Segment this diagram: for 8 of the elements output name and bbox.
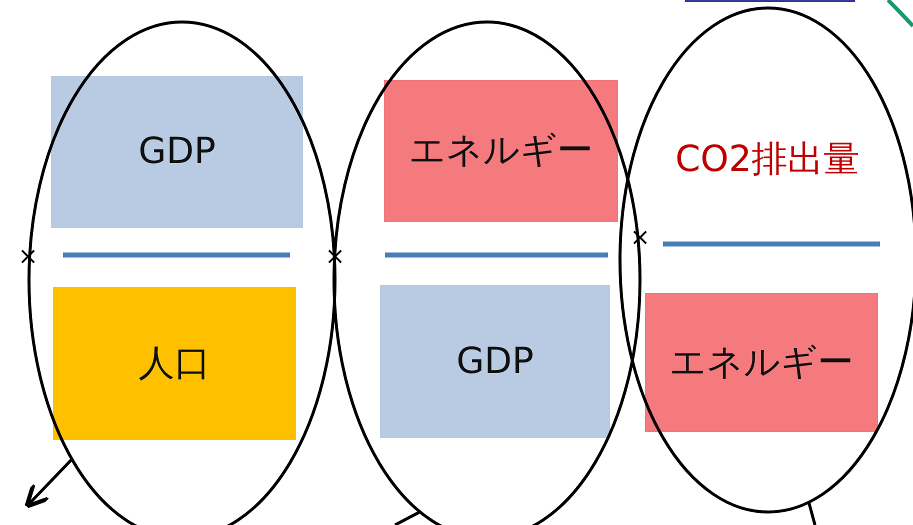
term-text: CO2排出量 xyxy=(675,142,860,178)
arrow xyxy=(24,458,74,509)
term-text: 人口 xyxy=(138,346,210,382)
term-text: エネルギー xyxy=(670,344,854,380)
ellipse-outline xyxy=(618,6,913,514)
term-text: GDP xyxy=(138,134,216,170)
term-text: GDP xyxy=(456,344,534,380)
term-text: エネルギー xyxy=(409,133,593,169)
